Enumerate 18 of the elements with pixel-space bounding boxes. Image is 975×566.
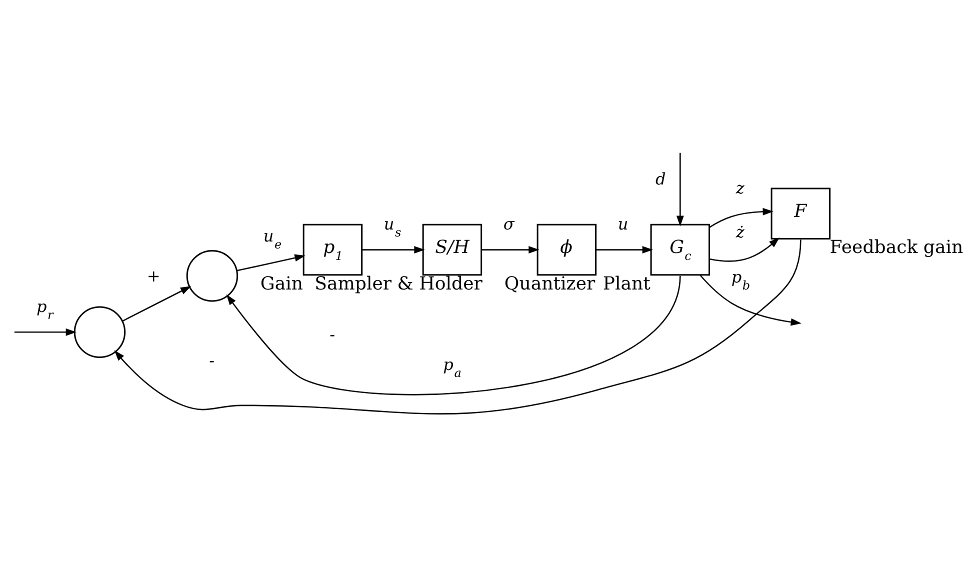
node-label: Gain [260, 273, 303, 294]
edge-label: u$_{s}$ [383, 214, 401, 240]
edge-label: p$_{b}$ [730, 268, 750, 293]
edge-label: z [735, 178, 744, 198]
edge-label: p$_{a}$ [442, 355, 461, 380]
edge-label: ż [735, 222, 744, 242]
edge-label: d [655, 169, 666, 188]
node-label: Quantizer [504, 273, 595, 294]
edge-label: σ [502, 214, 514, 234]
node-label: Plant [602, 273, 650, 294]
node-label: Feedback gain [829, 237, 963, 258]
label: - [329, 324, 335, 344]
label: - [208, 351, 214, 370]
edge-label: + [146, 266, 160, 286]
edge-label: u [617, 214, 628, 234]
edge-label: p$_{r}$ [36, 296, 53, 322]
edge-label: u$_{e}$ [262, 226, 282, 252]
node-label: Sampler & Holder [314, 273, 482, 294]
